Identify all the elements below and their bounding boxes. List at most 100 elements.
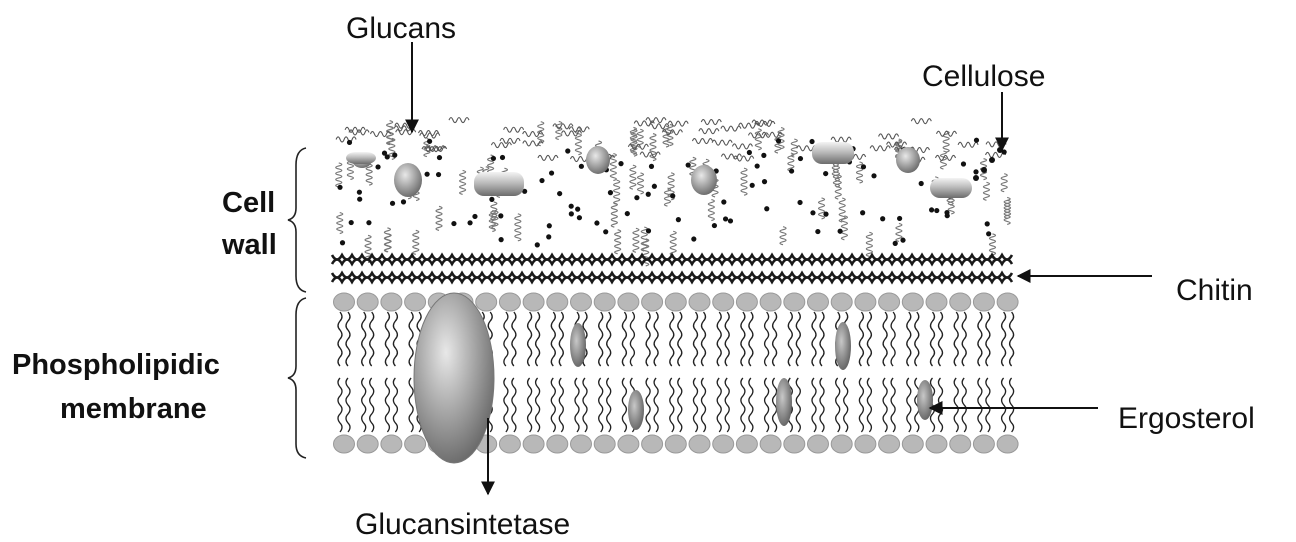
- lipid-head: [476, 293, 497, 311]
- lipid-tail: [765, 378, 769, 432]
- lipid-head: [926, 293, 947, 311]
- glucans-label: Glucans: [346, 12, 456, 45]
- cellulose-dot: [625, 211, 630, 216]
- lipid-tail: [551, 312, 555, 366]
- lipid-tail: [986, 312, 990, 366]
- cellulose-dot: [961, 161, 966, 166]
- lipid-head: [760, 435, 781, 453]
- glucan-strand: [491, 143, 511, 148]
- glucan-strand: [983, 182, 989, 200]
- cellulose-dot: [776, 138, 781, 143]
- glucan-strand: [504, 127, 524, 132]
- cellulose-dot: [670, 193, 675, 198]
- lipid-head: [689, 435, 710, 453]
- glucan-strand: [879, 134, 899, 139]
- lipid-head: [808, 435, 829, 453]
- glucan-strand: [721, 126, 741, 131]
- glucan-strand: [649, 124, 669, 129]
- lipid-tail: [1010, 312, 1014, 366]
- lipid-tail: [678, 312, 682, 366]
- lipid-tail: [694, 378, 698, 432]
- pointer-arrows: [412, 42, 1152, 494]
- glucan-sphere: [691, 165, 717, 195]
- lipid-tail: [931, 312, 935, 366]
- lipid-tail: [844, 378, 848, 432]
- cellulose-dot: [810, 210, 815, 215]
- cellulose-dot: [974, 138, 979, 143]
- cellulose-dot: [546, 234, 551, 239]
- lipid-tail: [559, 378, 563, 432]
- cellulose-dot: [489, 197, 494, 202]
- lipid-tail: [883, 312, 887, 366]
- lipid-head: [973, 293, 994, 311]
- glucan-strand: [721, 154, 741, 159]
- chitin-strand: [332, 255, 1012, 260]
- cellulose-dot: [900, 238, 905, 243]
- lipid-head: [713, 293, 734, 311]
- lipid-tail: [891, 378, 895, 432]
- glucan-strand: [866, 232, 872, 256]
- lipid-tail: [559, 312, 563, 366]
- cellulose-dot: [798, 156, 803, 161]
- lipid-head: [902, 293, 923, 311]
- cellulose-dot: [893, 241, 898, 246]
- glucan-strand: [708, 200, 714, 221]
- lipid-tail: [939, 378, 943, 432]
- glucan-strand: [701, 120, 721, 125]
- cell-wall-brace: [288, 148, 306, 292]
- cellulose-dot: [401, 199, 406, 204]
- cellulose-dot: [789, 168, 794, 173]
- glucan-strand: [337, 213, 343, 234]
- ergosterol-molecule: [776, 378, 792, 426]
- cellulose-dot: [860, 210, 865, 215]
- cellulose-dot: [424, 172, 429, 177]
- lipid-head: [665, 293, 686, 311]
- cellulose-dot: [823, 171, 828, 176]
- lipid-head: [973, 435, 994, 453]
- lipid-head: [523, 435, 544, 453]
- lipid-tail: [820, 378, 824, 432]
- lipid-tail: [954, 378, 958, 432]
- lipid-tail: [773, 312, 777, 366]
- lipid-tail: [788, 312, 792, 366]
- glucan-strand: [556, 121, 562, 139]
- glucan-strand: [712, 140, 732, 145]
- lipid-tail: [370, 312, 374, 366]
- glucan-strand: [460, 170, 466, 194]
- lipid-head: [618, 435, 639, 453]
- lipid-tail: [536, 312, 540, 366]
- wall-particles: [337, 138, 1006, 248]
- cellulose-dot: [594, 220, 599, 225]
- cellulose-dot: [557, 191, 562, 196]
- cellulose-dot: [823, 211, 828, 216]
- glucan-strand: [670, 231, 676, 255]
- chitin-strand: [332, 278, 1012, 283]
- cellulose-dot: [945, 213, 950, 218]
- lipid-head: [831, 435, 852, 453]
- ergosterol-label: Ergosterol: [1118, 402, 1255, 435]
- lipid-tail: [346, 378, 350, 432]
- cellulose-dot: [498, 213, 503, 218]
- cellulose-dot: [437, 155, 442, 160]
- chitin-strand: [332, 260, 1012, 265]
- cellulose-dot: [929, 207, 934, 212]
- lipid-tail: [978, 378, 982, 432]
- cellulose-dot: [603, 229, 608, 234]
- glucansintetase-protein: [414, 293, 494, 463]
- lipid-tail: [725, 312, 729, 366]
- cellulose-dot: [357, 190, 362, 195]
- lipid-tail: [820, 312, 824, 366]
- lipid-tail: [962, 378, 966, 432]
- lipid-tail: [915, 312, 919, 366]
- glucan-strand: [986, 142, 1006, 147]
- glucan-strand: [835, 175, 841, 199]
- lipid-head: [808, 293, 829, 311]
- lipid-head: [665, 435, 686, 453]
- lipid-tail: [607, 378, 611, 432]
- cellulose-dot: [347, 140, 352, 145]
- ergosterol-molecule: [570, 323, 586, 367]
- lipid-tail: [575, 378, 579, 432]
- glucan-strand: [870, 146, 890, 151]
- glucan-strand: [630, 165, 636, 189]
- cellulose-dot: [634, 195, 639, 200]
